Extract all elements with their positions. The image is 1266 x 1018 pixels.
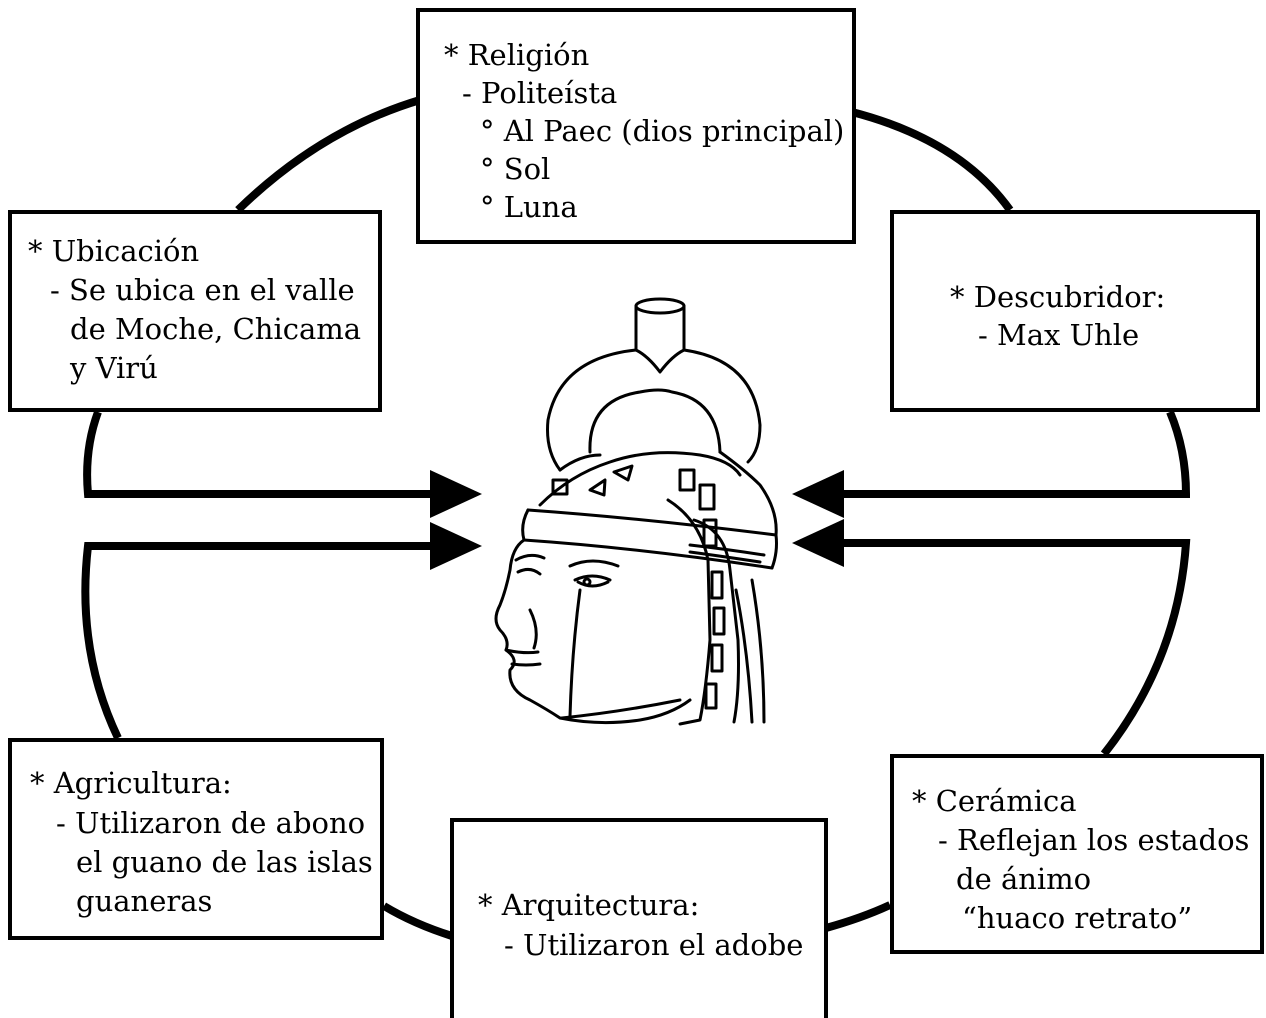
descubridor-heading: * Descubridor: [950, 280, 1166, 314]
arquitectura-item: - Utilizaron el adobe [504, 928, 804, 962]
arrow-right-upper [430, 470, 482, 518]
ceramica-line: de ánimo [956, 862, 1092, 896]
religion-box: * Religión - Politeísta ° Al Paec (dios … [416, 8, 856, 244]
agricultura-line: el guano de las islas [76, 845, 373, 879]
agricultura-line: - Utilizaron de abono [56, 806, 366, 840]
religion-item: - Politeísta [462, 76, 618, 110]
descubridor-item: - Max Uhle [978, 318, 1140, 352]
connector-ring [81, 96, 1191, 940]
arrowheads [430, 470, 844, 570]
arquitectura-heading: * Arquitectura: [478, 888, 700, 922]
religion-subitem: ° Al Paec (dios principal) [480, 114, 845, 148]
religion-subitem: ° Sol [480, 152, 551, 186]
agricultura-heading: * Agricultura: [30, 766, 232, 800]
ubicacion-line: de Moche, Chicama [70, 312, 362, 346]
arrow-left-upper [792, 470, 844, 518]
ubicacion-box: * Ubicación - Se ubica en el valle de Mo… [8, 210, 382, 412]
descubridor-box: * Descubridor: - Max Uhle [890, 210, 1260, 412]
ubicacion-line: y Virú [70, 351, 158, 385]
moche-portrait-vessel-icon [494, 297, 778, 726]
arrow-right-lower [430, 522, 482, 570]
arrow-left-lower [792, 519, 844, 567]
ubicacion-heading: * Ubicación [28, 234, 200, 268]
ceramica-box: * Cerámica - Reflejan los estados de áni… [890, 754, 1264, 954]
agricultura-box: * Agricultura: - Utilizaron de abono el … [8, 738, 384, 940]
ubicacion-line: - Se ubica en el valle [50, 273, 355, 307]
ceramica-line: “huaco retrato” [962, 901, 1193, 935]
religion-heading: * Religión [444, 38, 590, 72]
agricultura-line: guaneras [76, 884, 213, 918]
ceramica-line: - Reflejan los estados [938, 823, 1250, 857]
ceramica-heading: * Cerámica [912, 784, 1077, 818]
religion-subitem: ° Luna [480, 190, 578, 224]
arquitectura-box: * Arquitectura: - Utilizaron el adobe [450, 818, 828, 1018]
